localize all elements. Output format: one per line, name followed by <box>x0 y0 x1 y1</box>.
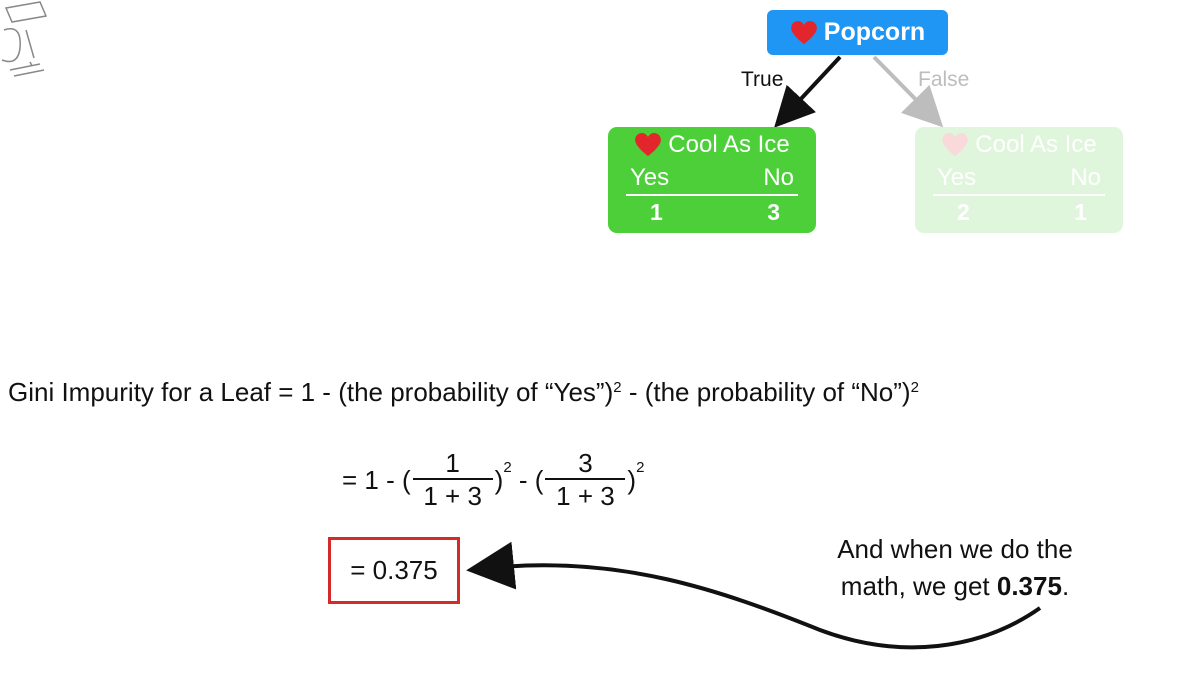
true-branch-label: True <box>741 68 784 91</box>
result-value: = 0.375 <box>350 555 438 585</box>
false-edge <box>872 55 944 128</box>
callout-period: . <box>1061 571 1070 601</box>
fraction-bar <box>545 478 626 480</box>
close-paren: ) <box>627 464 637 495</box>
heart-icon <box>635 133 662 157</box>
leaf-node-false: Cool As Ice Yes No 2 1 <box>915 127 1123 233</box>
leaf-title: Cool As Ice <box>668 131 790 158</box>
fraction-denominator: 1 + 3 <box>423 481 482 511</box>
fraction-denominator: 1 + 3 <box>556 481 615 511</box>
step-prefix: = 1 - ( <box>342 464 411 495</box>
leaf-no-count: 3 <box>767 199 780 225</box>
fraction-numerator: 1 <box>445 448 460 478</box>
substitution-step: = 1 - ( 1 1 + 3 ) 2 - ( 3 1 + 3 ) 2 <box>342 445 644 515</box>
exponent: 2 <box>910 379 919 396</box>
leaf-divider <box>933 194 1105 196</box>
exponent: 2 <box>636 459 645 476</box>
fraction-no: 3 1 + 3 <box>545 448 626 512</box>
true-edge <box>774 55 842 128</box>
exponent: 2 <box>503 459 512 476</box>
heart-icon <box>790 20 817 44</box>
callout-line-2-prefix: math, we get <box>840 571 997 601</box>
result-box: = 0.375 <box>328 537 460 604</box>
gini-formula: Gini Impurity for a Leaf = 1 - (the prob… <box>8 377 919 408</box>
leaf-no-header: No <box>1070 164 1101 191</box>
leaf-no-header: No <box>763 164 794 191</box>
step-middle: - ( <box>511 464 544 495</box>
exponent: 2 <box>613 379 622 396</box>
false-branch-label: False <box>918 68 970 91</box>
leaf-yes-header: Yes <box>937 164 977 191</box>
callout-value: 0.375 <box>996 571 1062 601</box>
fraction-numerator: 3 <box>578 448 593 478</box>
fraction-yes: 1 1 + 3 <box>412 448 493 512</box>
leaf-yes-count: 1 <box>650 199 663 225</box>
callout-arrow <box>466 541 1042 650</box>
close-paren: ) <box>494 464 504 495</box>
fraction-bar <box>412 478 493 480</box>
formula-lhs: Gini Impurity for a Leaf = 1 - (the prob… <box>8 377 614 407</box>
leaf-no-count: 1 <box>1074 199 1087 225</box>
corner-logo <box>1 1 48 77</box>
callout-text: And when we do the math, we get 0.375. <box>790 531 1120 605</box>
heart-icon <box>942 133 969 157</box>
callout-line-1: And when we do the <box>837 534 1073 564</box>
callout-line-2: math, we get 0.375. <box>790 568 1120 605</box>
leaf-node-true: Cool As Ice Yes No 1 3 <box>608 127 816 233</box>
formula-mid: - (the probability of “No”) <box>621 377 911 407</box>
leaf-title: Cool As Ice <box>975 131 1097 158</box>
leaf-yes-header: Yes <box>630 164 670 191</box>
leaf-yes-count: 2 <box>957 199 970 225</box>
leaf-divider <box>626 194 798 196</box>
root-node-popcorn: Popcorn <box>767 10 948 55</box>
root-node-label: Popcorn <box>823 18 926 46</box>
